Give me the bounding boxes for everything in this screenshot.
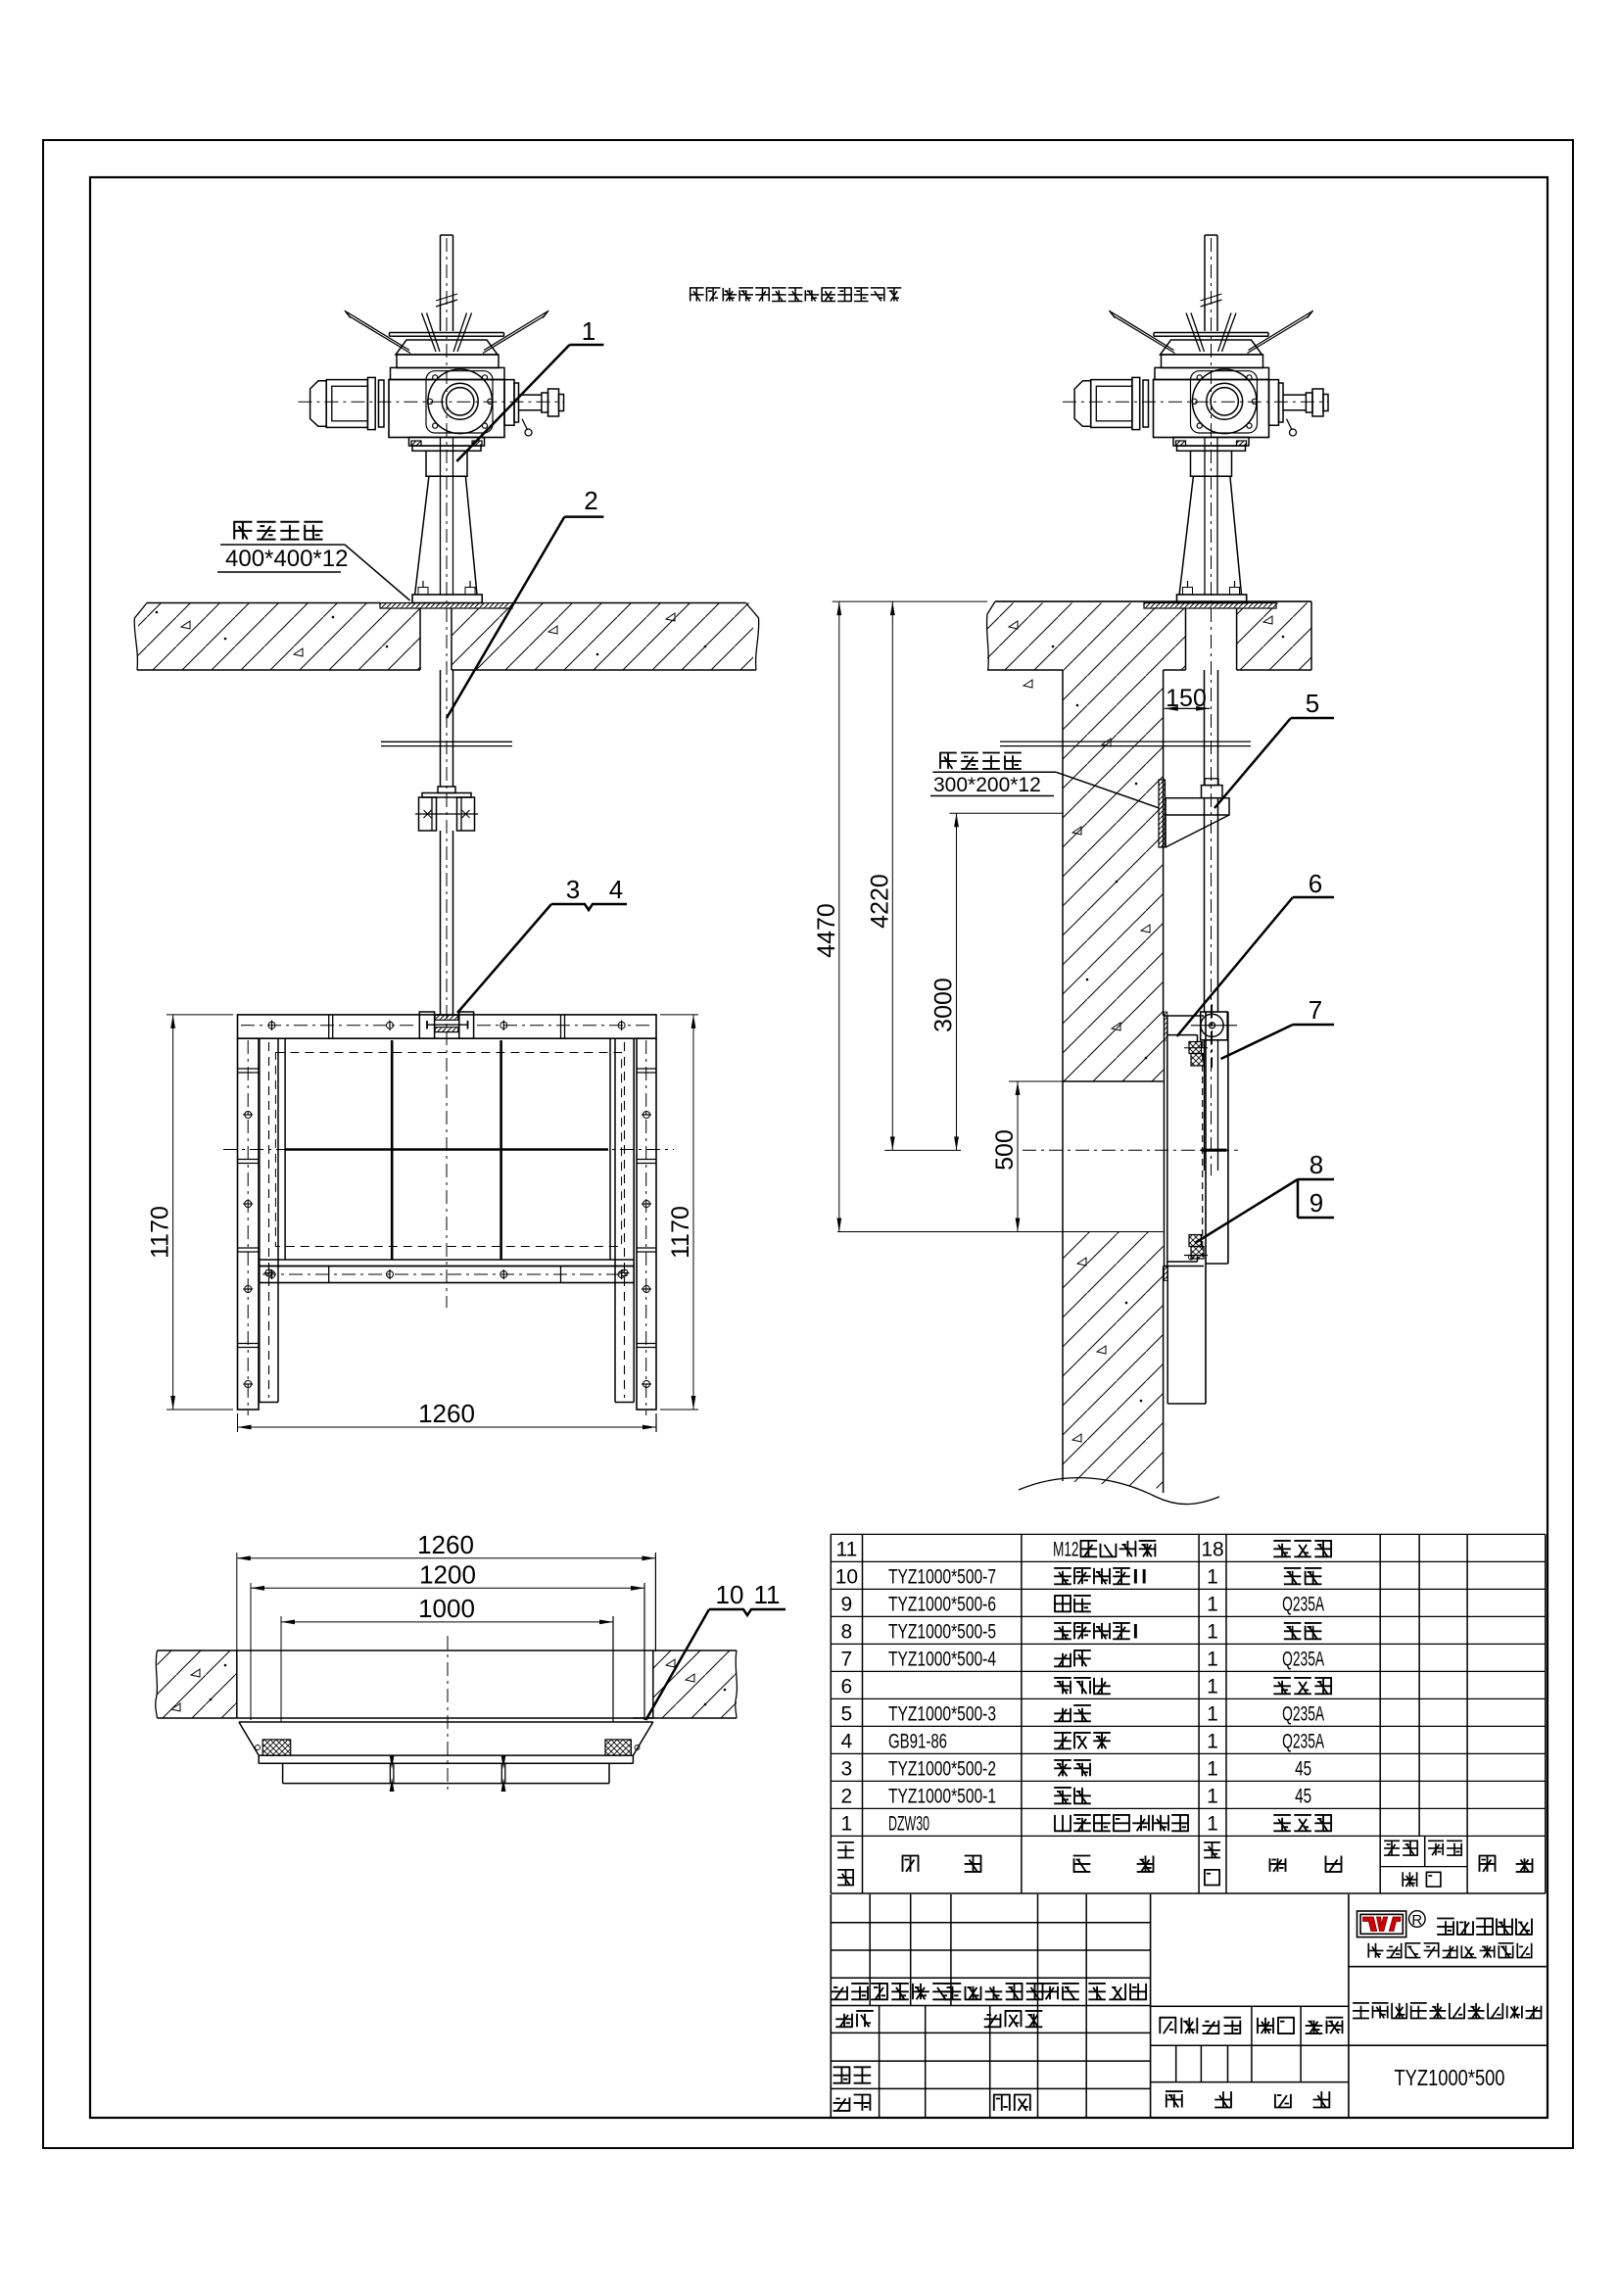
- svg-text:TYZ1000*500-6: TYZ1000*500-6: [888, 1593, 996, 1615]
- svg-text:1: 1: [1207, 1648, 1218, 1670]
- svg-text:Q235A: Q235A: [1282, 1702, 1324, 1725]
- svg-text:9: 9: [1309, 1188, 1323, 1218]
- svg-text:TYZ1000*500-5: TYZ1000*500-5: [888, 1620, 996, 1643]
- svg-text:4: 4: [841, 1730, 853, 1752]
- svg-text:9: 9: [841, 1593, 853, 1615]
- svg-text:1: 1: [1207, 1593, 1218, 1615]
- svg-text:1200: 1200: [419, 1559, 476, 1589]
- svg-text:1260: 1260: [418, 1399, 475, 1428]
- svg-text:1: 1: [1207, 1785, 1218, 1807]
- svg-text:5: 5: [1306, 689, 1319, 718]
- svg-text:Q235A: Q235A: [1282, 1730, 1324, 1752]
- svg-text:TYZ1000*500-4: TYZ1000*500-4: [888, 1648, 996, 1670]
- svg-text:TYZ1000*500-1: TYZ1000*500-1: [888, 1785, 996, 1807]
- svg-text:45: 45: [1295, 1757, 1311, 1780]
- svg-text:R: R: [1411, 1912, 1422, 1929]
- svg-text:1: 1: [1207, 1812, 1218, 1835]
- svg-text:400*400*12: 400*400*12: [225, 546, 348, 572]
- svg-text:M12: M12: [1053, 1539, 1079, 1561]
- svg-text:II: II: [1131, 1566, 1149, 1589]
- svg-text:2: 2: [841, 1785, 853, 1807]
- svg-text:45: 45: [1295, 1785, 1311, 1807]
- svg-text:4220: 4220: [866, 874, 893, 929]
- svg-text:6: 6: [1309, 869, 1322, 898]
- svg-text:Q235A: Q235A: [1282, 1593, 1324, 1615]
- svg-text:500: 500: [991, 1129, 1019, 1171]
- svg-text:150: 150: [1166, 685, 1207, 712]
- svg-text:1: 1: [582, 316, 595, 346]
- svg-text:3000: 3000: [930, 978, 958, 1032]
- svg-text:3: 3: [566, 875, 580, 904]
- svg-text:I: I: [1131, 1621, 1140, 1644]
- svg-text:1000: 1000: [418, 1594, 475, 1623]
- svg-text:3: 3: [841, 1757, 853, 1780]
- svg-text:TYZ1000*500: TYZ1000*500: [1395, 2065, 1505, 2090]
- svg-text:1: 1: [1207, 1565, 1218, 1588]
- svg-text:1: 1: [1207, 1620, 1218, 1643]
- svg-text:TYZ1000*500-2: TYZ1000*500-2: [888, 1757, 996, 1780]
- svg-text:TYZ1000*500-3: TYZ1000*500-3: [888, 1702, 996, 1725]
- svg-text:2: 2: [584, 486, 597, 515]
- svg-text:5: 5: [841, 1702, 853, 1725]
- svg-text:1: 1: [1207, 1757, 1218, 1780]
- svg-text:18: 18: [1201, 1538, 1223, 1560]
- svg-text:1170: 1170: [667, 1206, 694, 1259]
- svg-text:1: 1: [841, 1812, 853, 1835]
- svg-text:11: 11: [835, 1538, 857, 1560]
- svg-text:1: 1: [1207, 1675, 1218, 1698]
- svg-text:1260: 1260: [417, 1530, 474, 1559]
- svg-text:Q235A: Q235A: [1282, 1648, 1324, 1670]
- svg-text:10: 10: [716, 1580, 744, 1609]
- svg-text:4: 4: [609, 875, 623, 904]
- svg-text:1: 1: [1207, 1730, 1218, 1752]
- svg-text:11: 11: [754, 1580, 781, 1609]
- svg-text:TYZ1000*500-7: TYZ1000*500-7: [888, 1565, 996, 1588]
- svg-text:7: 7: [1309, 995, 1322, 1025]
- svg-text:7: 7: [841, 1648, 853, 1670]
- svg-text:DZW30: DZW30: [888, 1812, 929, 1835]
- svg-text:4470: 4470: [813, 903, 840, 958]
- svg-text:6: 6: [841, 1675, 853, 1698]
- svg-text:8: 8: [1309, 1150, 1323, 1179]
- svg-text:300*200*12: 300*200*12: [933, 774, 1041, 796]
- svg-text:GB91-86: GB91-86: [888, 1730, 947, 1752]
- svg-text:1: 1: [1207, 1702, 1218, 1725]
- svg-text:1170: 1170: [147, 1206, 174, 1259]
- svg-text:10: 10: [835, 1565, 858, 1588]
- svg-text:8: 8: [841, 1620, 853, 1643]
